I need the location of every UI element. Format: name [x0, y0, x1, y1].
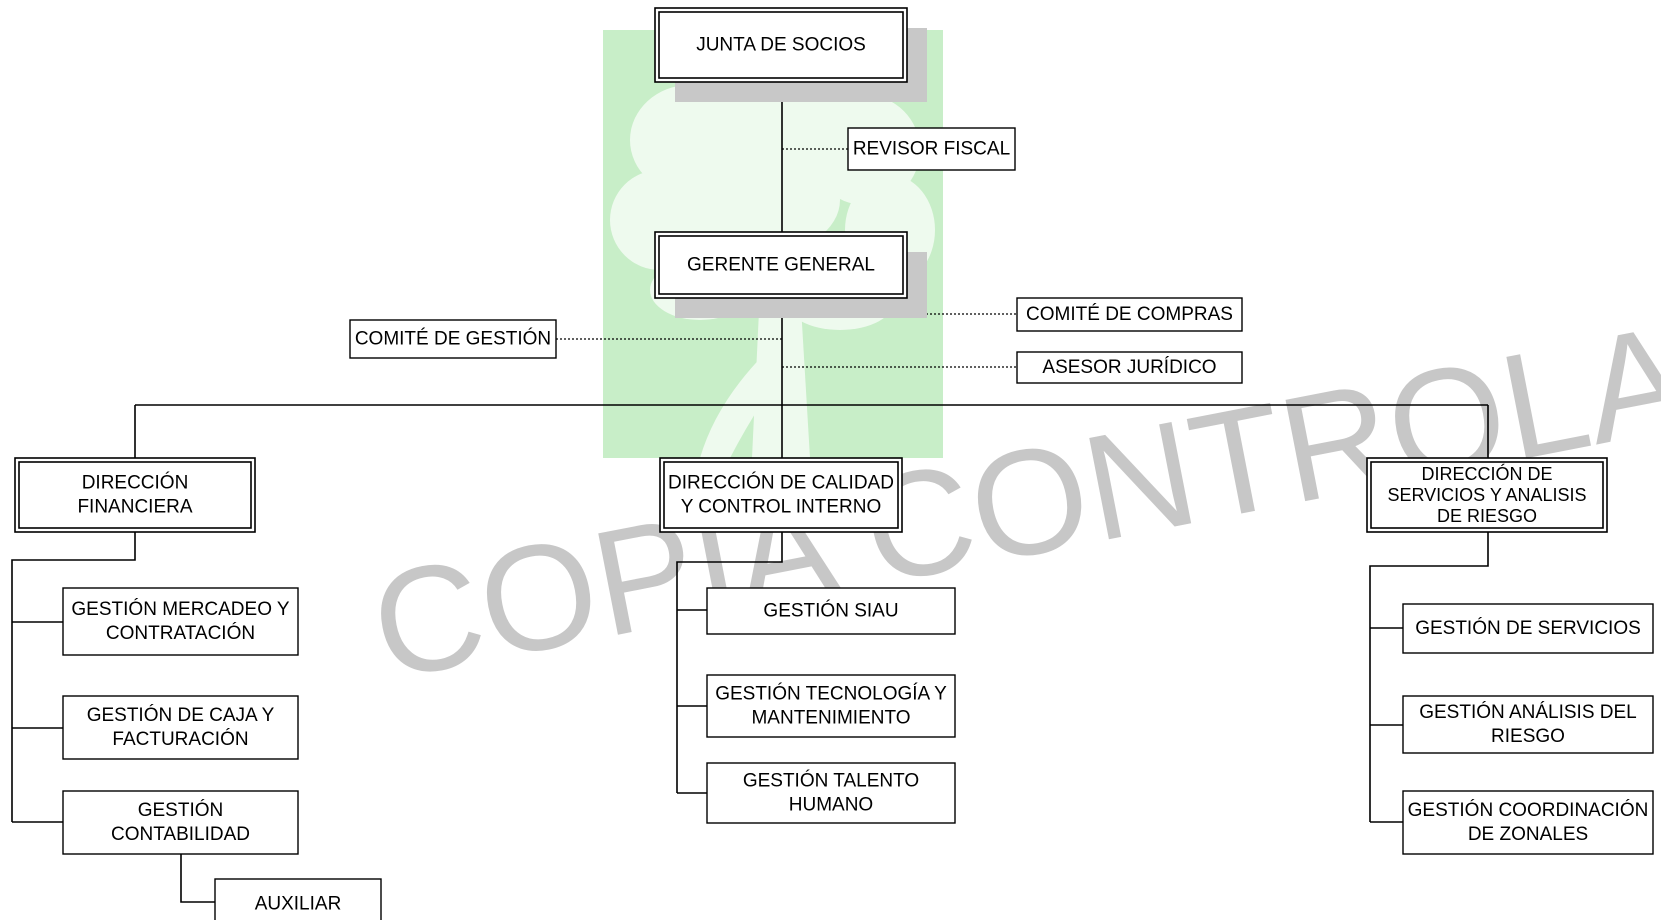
- node-label: GESTIÓN COORDINACIÓN: [1408, 799, 1649, 821]
- node-inner-border: [1370, 461, 1604, 529]
- node-asesor: ASESOR JURÍDICO: [1016, 351, 1243, 384]
- node-g-analisis: GESTIÓN ANÁLISIS DEL RIESGO: [1402, 695, 1654, 754]
- node-revisor: REVISOR FISCAL: [847, 127, 1016, 171]
- node-label: GESTIÓN TALENTO: [743, 770, 919, 792]
- node-label: JUNTA DE SOCIOS: [696, 35, 866, 56]
- connector-auxiliar: [180, 854, 215, 903]
- node-label: MANTENIMIENTO: [751, 708, 910, 729]
- node-label: GESTIÓN DE CAJA Y: [87, 704, 275, 726]
- node-box: [14, 457, 256, 533]
- node-label: CONTRATACIÓN: [106, 622, 255, 644]
- node-label: SERVICIOS Y ANALISIS: [1387, 485, 1586, 505]
- node-junta: JUNTA DE SOCIOS: [654, 7, 927, 102]
- node-box: [349, 319, 557, 359]
- node-box: [62, 587, 299, 656]
- node-inner-border: [663, 461, 899, 529]
- node-label: DIRECCIÓN DE: [1421, 463, 1552, 484]
- node-gerente: GERENTE GENERAL: [654, 231, 927, 318]
- node-label: DIRECCIÓN: [82, 472, 189, 494]
- connector-lines: [11, 82, 1489, 903]
- node-box: [659, 457, 903, 533]
- node-g-servicios: GESTIÓN DE SERVICIOS: [1402, 603, 1654, 654]
- node-box: [847, 127, 1016, 171]
- node-label: DE RIESGO: [1437, 506, 1537, 526]
- node-label: GESTIÓN DE SERVICIOS: [1415, 617, 1641, 639]
- connector-calidad-spine: [676, 532, 783, 793]
- node-label: GERENTE GENERAL: [687, 255, 875, 276]
- node-inner-border: [18, 461, 252, 529]
- node-g-talento: GESTIÓN TALENTO HUMANO: [706, 762, 956, 824]
- node-comite-gestion: COMITÉ DE GESTIÓN: [349, 319, 557, 359]
- node-label: FACTURACIÓN: [112, 728, 248, 750]
- node-label: DE ZONALES: [1468, 824, 1588, 845]
- node-box: [214, 878, 382, 920]
- node-box: [654, 231, 908, 299]
- node-label: GESTIÓN ANÁLISIS DEL: [1419, 701, 1637, 723]
- node-g-tecnologia: GESTIÓN TECNOLOGÍA Y MANTENIMIENTO: [706, 674, 956, 738]
- node-label: GESTIÓN: [138, 799, 224, 821]
- node-box: [1402, 790, 1654, 855]
- connector-servicios-spine: [1369, 532, 1489, 822]
- node-label: HUMANO: [789, 795, 873, 816]
- node-label: AUXILIAR: [255, 894, 342, 915]
- node-label: RIESGO: [1491, 726, 1565, 747]
- node-g-siau: GESTIÓN SIAU: [706, 587, 956, 635]
- node-box: [62, 790, 299, 855]
- node-label: CONTABILIDAD: [111, 824, 250, 845]
- node-box: [706, 587, 956, 635]
- node-label: DIRECCIÓN DE CALIDAD: [668, 472, 894, 494]
- node-label: REVISOR FISCAL: [853, 139, 1010, 160]
- node-label: FINANCIERA: [77, 497, 192, 518]
- node-g-zonales: GESTIÓN COORDINACIÓN DE ZONALES: [1402, 790, 1654, 855]
- node-dir-financiera: DIRECCIÓN FINANCIERA: [14, 457, 256, 533]
- node-label: COMITÉ DE COMPRAS: [1026, 304, 1233, 325]
- node-label: COMITÉ DE GESTIÓN: [355, 328, 551, 350]
- connector-financiera-spine: [11, 532, 136, 822]
- node-label: GESTIÓN TECNOLOGÍA Y: [715, 683, 947, 705]
- node-box: [1016, 297, 1243, 332]
- node-box: [1402, 603, 1654, 654]
- node-dir-calidad: DIRECCIÓN DE CALIDAD Y CONTROL INTERNO: [659, 457, 903, 533]
- node-auxiliar: AUXILIAR: [214, 878, 382, 920]
- node-inner-border: [658, 11, 904, 79]
- node-box: [706, 674, 956, 738]
- node-box: [654, 7, 908, 83]
- node-box: [1402, 695, 1654, 754]
- node-box: [1016, 351, 1243, 384]
- node-g-contabilidad: GESTIÓN CONTABILIDAD: [62, 790, 299, 855]
- node-label: Y CONTROL INTERNO: [681, 497, 882, 518]
- node-label: ASESOR JURÍDICO: [1042, 357, 1216, 378]
- node-comite-compras: COMITÉ DE COMPRAS: [1016, 297, 1243, 332]
- node-label: GESTIÓN MERCADEO Y: [71, 598, 290, 620]
- node-label: GESTIÓN SIAU: [763, 600, 898, 622]
- node-box: [706, 762, 956, 824]
- node-box: [62, 695, 299, 760]
- node-box: [1366, 457, 1608, 533]
- node-inner-border: [658, 235, 904, 295]
